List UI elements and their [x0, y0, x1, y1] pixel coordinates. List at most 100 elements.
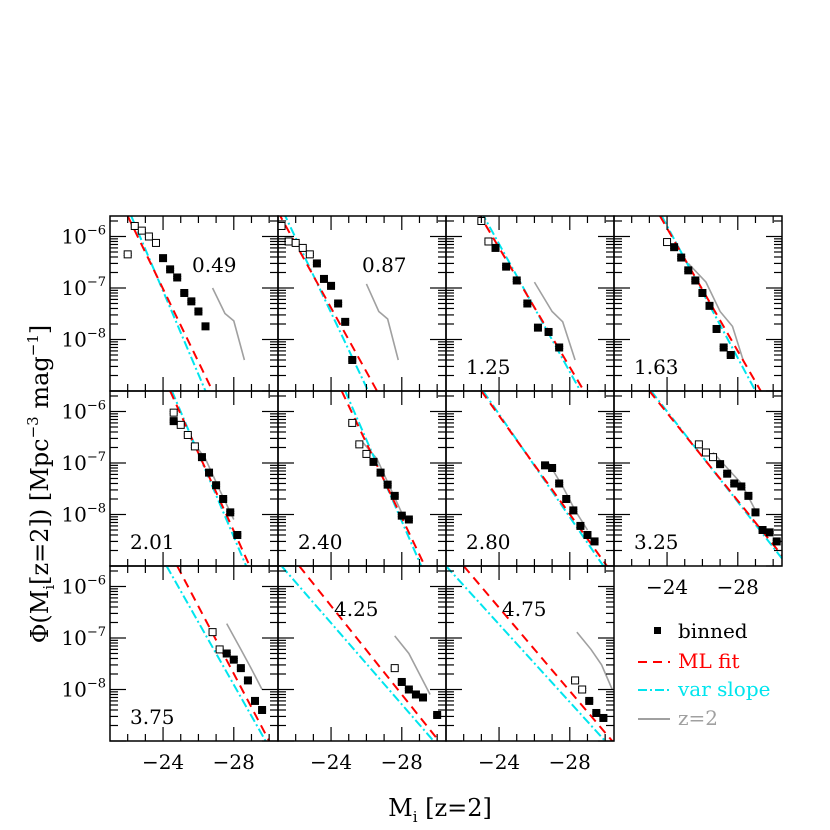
open-point — [137, 226, 146, 235]
open-point — [663, 238, 672, 247]
filled-point — [376, 468, 385, 477]
panel-plot-area — [477, 216, 585, 391]
z2-curve — [533, 281, 576, 361]
filled-point — [562, 494, 571, 503]
filled-point — [229, 655, 238, 664]
y-tick-label: 10−6 — [61, 398, 106, 423]
filled-point — [369, 457, 378, 466]
y-axis-label: Φ(Mi[z=2]) [Mpc−3 mag−1] — [24, 325, 58, 644]
panel-redshift-label: 0.87 — [362, 253, 407, 277]
panel-plot-area — [340, 391, 426, 566]
filled-point — [684, 266, 693, 275]
open-point — [190, 442, 199, 451]
open-point — [484, 237, 493, 246]
open-point — [305, 250, 314, 259]
panel-redshift-label: 3.75 — [130, 705, 175, 729]
filled-point — [404, 685, 413, 694]
panel-2.40: 2.40 — [277, 390, 447, 567]
panel-plot-area — [169, 391, 251, 566]
var-slope-line — [344, 391, 423, 566]
y-tick-label: 10−6 — [61, 573, 106, 598]
var-slope-line — [446, 566, 606, 741]
z2-curve — [365, 283, 400, 361]
x-tick-label: −28 — [381, 750, 423, 774]
open-point — [215, 645, 224, 654]
filled-point — [201, 322, 210, 331]
panel-redshift-label: 3.25 — [634, 530, 679, 554]
open-point — [355, 440, 364, 449]
filled-point — [219, 494, 228, 503]
z2-curve — [687, 262, 744, 361]
filled-point — [726, 351, 735, 360]
filled-point — [433, 710, 442, 719]
x-tick-label: −28 — [549, 750, 591, 774]
filled-point — [404, 515, 413, 524]
panel-redshift-label: 2.40 — [298, 530, 343, 554]
filled-point — [233, 530, 242, 539]
y-tick-label: 10−8 — [61, 676, 106, 701]
x-tick-label: −24 — [646, 575, 688, 599]
filled-point — [411, 690, 420, 699]
filled-point — [390, 491, 399, 500]
filled-point — [751, 508, 760, 517]
filled-point — [723, 469, 732, 478]
panel-plot-area — [446, 566, 613, 741]
open-point — [701, 448, 710, 457]
filled-point — [576, 521, 585, 530]
ml-fit-line — [298, 566, 440, 741]
filled-point — [677, 253, 686, 262]
open-point — [390, 664, 399, 673]
filled-point — [397, 511, 406, 520]
svg-text:binned: binned — [678, 619, 748, 643]
filled-point — [226, 508, 235, 517]
filled-point — [258, 705, 267, 714]
panel-1.63: 1.63 — [613, 215, 783, 392]
filled-point — [180, 288, 189, 297]
y-tick-label: 10−8 — [61, 326, 106, 351]
panel-plot-area — [278, 216, 400, 391]
panel-0.49: 10−610−710−80.49 — [61, 215, 279, 392]
open-point — [208, 628, 217, 637]
x-tick-label: −24 — [142, 750, 184, 774]
panel-redshift-label: 1.25 — [466, 355, 511, 379]
filled-point — [583, 530, 592, 539]
open-point — [169, 408, 178, 417]
filled-point — [169, 417, 178, 426]
var-slope-line — [130, 216, 207, 391]
panel-4.75: −24−284.75 — [445, 565, 615, 774]
filled-point — [397, 677, 406, 686]
panel-redshift-label: 4.25 — [334, 597, 379, 621]
filled-point — [173, 273, 182, 282]
panel-frame — [445, 565, 615, 742]
open-point — [348, 418, 357, 427]
panel-frame — [613, 390, 783, 567]
filled-point — [590, 537, 599, 546]
legend-ml-fit: ML fit — [638, 649, 740, 673]
svg-text:z=2: z=2 — [678, 706, 718, 730]
panel-redshift-label: 2.80 — [466, 530, 511, 554]
panel-3.75: 10−610−710−8−24−283.75 — [61, 565, 279, 774]
panel-1.25: 1.25 — [445, 215, 615, 392]
z2-curve — [576, 631, 613, 690]
panel-4.25: −24−284.25 — [277, 565, 447, 774]
filled-point — [758, 526, 767, 535]
filled-point — [341, 317, 350, 326]
filled-point — [716, 460, 725, 469]
open-point — [362, 449, 371, 458]
filled-point — [512, 276, 521, 285]
filled-point — [212, 481, 221, 490]
filled-point — [541, 461, 550, 470]
filled-point — [166, 265, 175, 274]
filled-point — [491, 243, 500, 252]
filled-point — [719, 343, 728, 352]
x-tick-label: −24 — [478, 750, 520, 774]
filled-point — [592, 708, 601, 717]
ml-fit-line — [169, 391, 251, 566]
y-tick-label: 10−7 — [61, 275, 106, 300]
filled-point — [698, 288, 707, 297]
filled-point — [419, 693, 428, 702]
filled-point — [236, 664, 245, 673]
filled-point — [197, 453, 206, 462]
